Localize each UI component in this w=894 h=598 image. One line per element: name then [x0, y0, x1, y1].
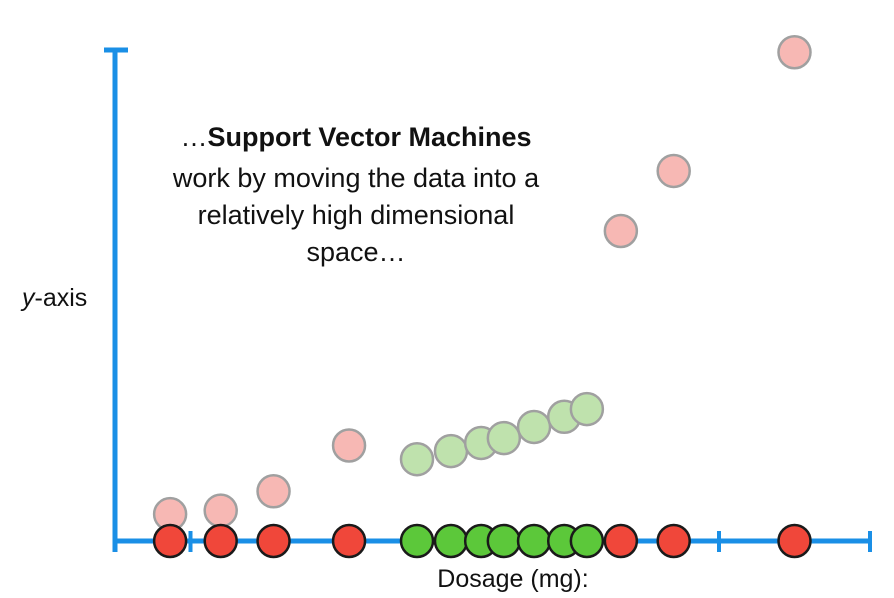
caption-ellipsis: …	[180, 122, 207, 152]
caption-line-1: …Support Vector Machines	[180, 122, 531, 152]
green-data-point	[399, 523, 435, 559]
lifted-green-point	[516, 409, 552, 445]
red-data-point	[331, 523, 367, 559]
red-data-point	[656, 523, 691, 559]
baseline-points	[152, 523, 812, 559]
y-axis-label: y-axis	[20, 284, 87, 312]
green-data-point	[569, 523, 605, 559]
lifted-red-point	[777, 35, 812, 70]
caption-line-4: space…	[306, 237, 405, 267]
red-data-point	[603, 523, 639, 559]
lifted-red-point	[603, 213, 639, 249]
caption-line-3: relatively high dimensional	[198, 200, 515, 230]
lifted-red-point	[203, 493, 238, 528]
lifted-green-point	[433, 433, 469, 469]
caption-line-2: work by moving the data into a	[172, 163, 540, 193]
red-data-point	[256, 523, 291, 559]
lifted-green-point	[569, 391, 605, 427]
y-axis-label-italic: y	[20, 284, 36, 312]
red-data-point	[777, 523, 812, 559]
lifted-green-point	[399, 441, 435, 477]
green-data-point	[433, 523, 469, 559]
lifted-red-point	[331, 428, 367, 463]
caption-title: Support Vector Machines	[207, 122, 531, 152]
lifted-green-point	[486, 420, 522, 456]
x-axis-label: Dosage (mg):	[437, 565, 588, 593]
green-data-point	[516, 523, 552, 559]
lifted-red-point	[256, 474, 291, 509]
y-axis-label-rest: -axis	[35, 284, 88, 312]
lifted-points	[152, 35, 812, 532]
green-data-point	[486, 523, 522, 559]
red-data-point	[203, 523, 238, 559]
lifted-red-point	[656, 153, 691, 189]
red-data-point	[152, 523, 188, 559]
caption: …Support Vector Machines work by moving …	[172, 122, 540, 267]
